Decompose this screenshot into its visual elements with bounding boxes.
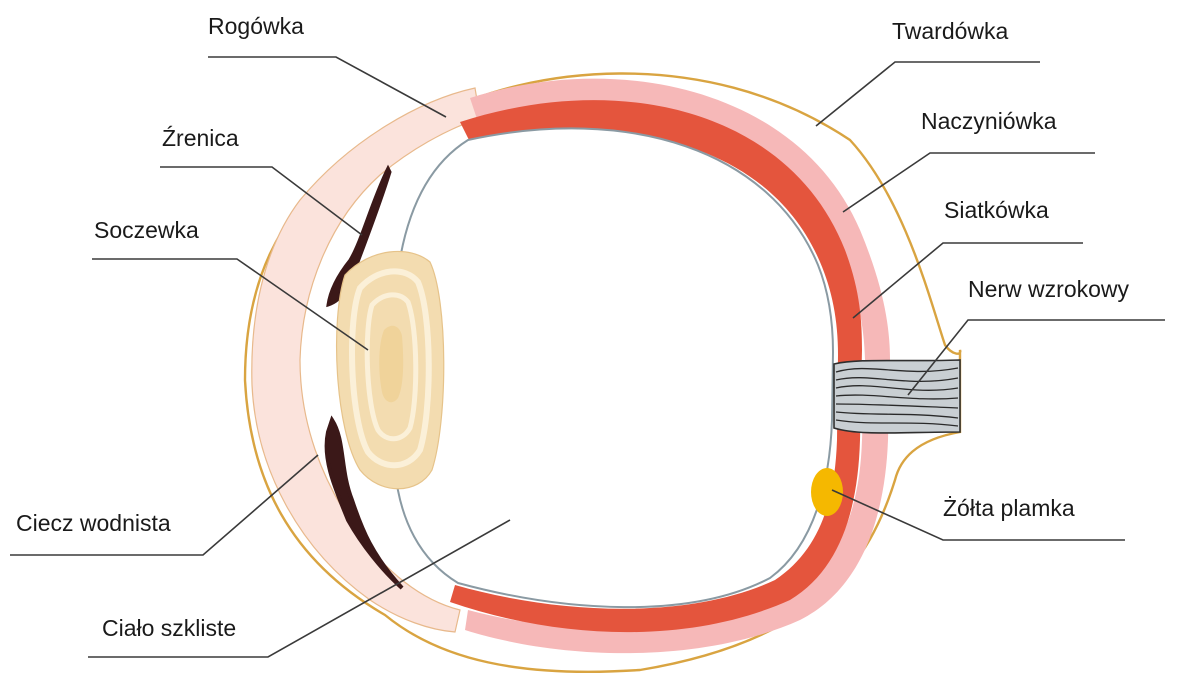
label-twardowka: Twardówka [892, 20, 1008, 43]
label-nerw-wzrokowy: Nerw wzrokowy [968, 278, 1129, 301]
lens-core [379, 326, 403, 403]
label-ciecz-wodnista: Ciecz wodnista [16, 512, 171, 535]
vitreous-body [395, 128, 833, 607]
label-rogowka: Rogówka [208, 15, 304, 38]
label-soczewka: Soczewka [94, 219, 199, 242]
leader-rogowka [208, 57, 446, 117]
label-siatkowka: Siatkówka [944, 199, 1049, 222]
label-zrenica: Źrenica [162, 127, 239, 150]
label-naczyniowka: Naczyniówka [921, 110, 1057, 133]
label-zolta-plamka: Żółta plamka [943, 497, 1075, 520]
label-cialo-szkliste: Ciało szkliste [102, 617, 236, 640]
